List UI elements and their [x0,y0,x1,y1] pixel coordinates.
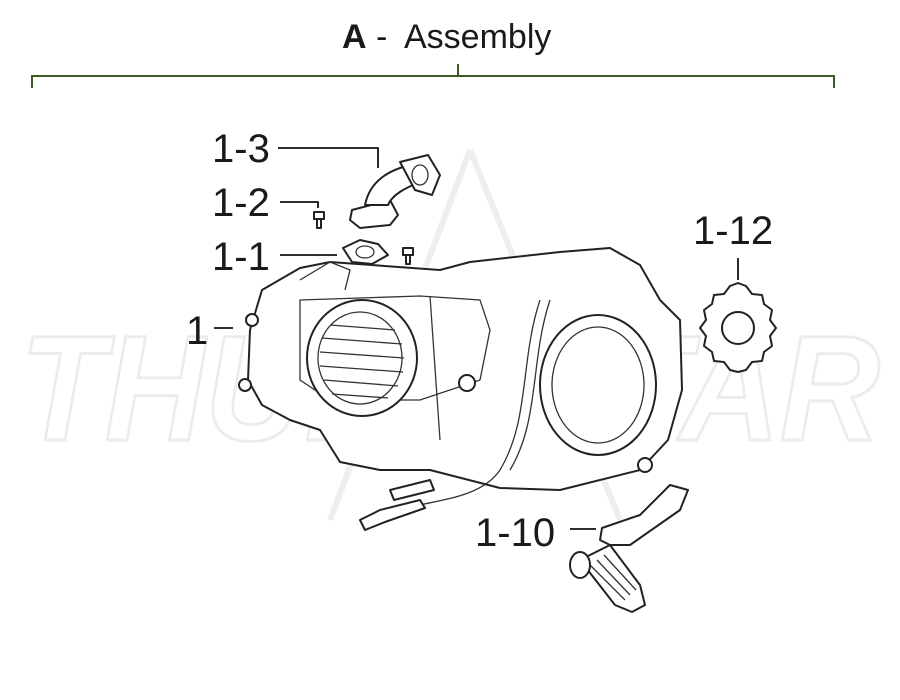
callout-label: 1-10 [475,511,555,555]
callout-1-1[interactable]: 1-1 [212,235,337,279]
title-separator: - [376,18,387,56]
callout-label: 1-2 [212,181,270,225]
bolt-part [313,211,414,265]
callout-1-2[interactable]: 1-2 [212,181,319,225]
engine-part [238,247,683,531]
callout-label: 1 [186,309,208,353]
title-text: Assembly [404,18,551,56]
intake-manifold-part [349,154,441,229]
callout-label: 1-3 [212,127,270,171]
sprocket-part [699,282,777,373]
callout-label: 1-1 [212,235,270,279]
kick-start-lever-part [569,484,689,613]
callout-label: 1-12 [693,209,773,253]
assembly-bracket [31,64,835,88]
title-letter: A [342,18,367,56]
callout-1-3[interactable]: 1-3 [212,127,379,171]
callout-1-10[interactable]: 1-10 [475,511,596,555]
leader-line [278,147,379,168]
gasket-part [342,239,389,265]
callout-1[interactable]: 1 [186,309,233,353]
leader-line [280,201,319,208]
callout-1-12[interactable]: 1-12 [693,209,773,280]
